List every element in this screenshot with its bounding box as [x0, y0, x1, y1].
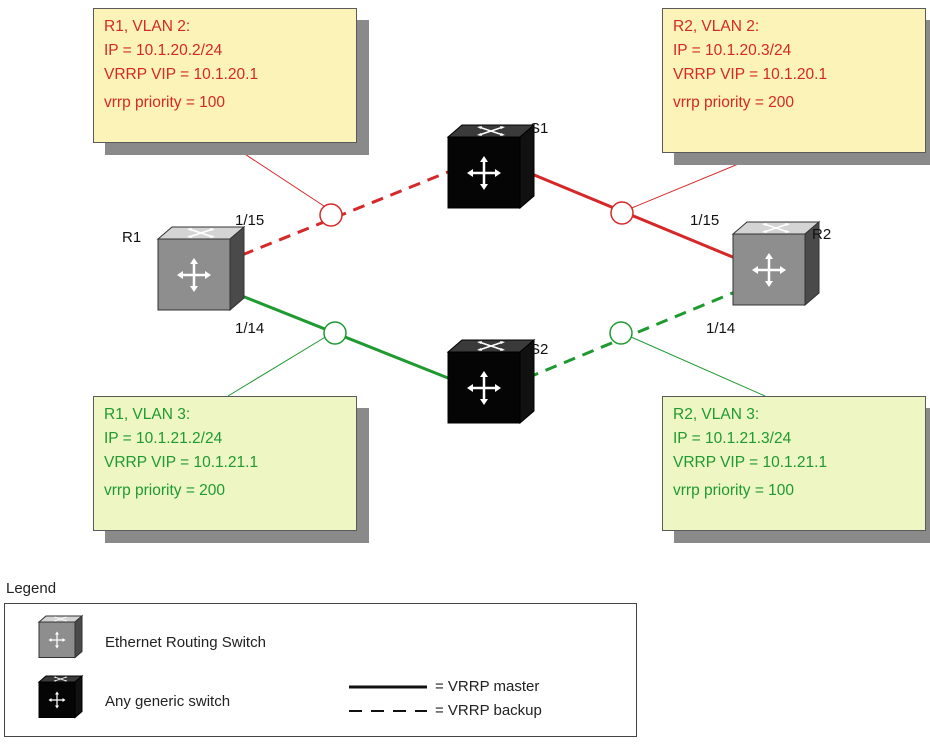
callout-line-r1-vlan3 — [227, 332, 333, 397]
interface-r1-vlan2 — [319, 203, 343, 227]
box-ip: IP = 10.1.20.3/24 — [673, 42, 792, 59]
box-title: R1, VLAN 2: — [104, 18, 191, 35]
box-title: R1, VLAN 3: — [104, 406, 191, 423]
ethernet-routing-switch-icon — [156, 225, 246, 312]
legend-box: Ethernet Routing Switch Any generic swit… — [4, 603, 637, 737]
port-label-r1-1-14: 1/14 — [235, 320, 265, 337]
link-s2-r2-backup — [526, 290, 736, 380]
info-box-r1-vlan3: R1, VLAN 3: IP = 10.1.21.2/24 VRRP VIP =… — [93, 396, 357, 531]
legend-routing-switch-label: Ethernet Routing Switch — [105, 634, 266, 651]
link-r1-s1-backup — [241, 170, 449, 257]
ethernet-routing-switch-icon — [731, 220, 821, 307]
ethernet-routing-switch-icon — [37, 614, 84, 659]
generic-switch-icon — [446, 123, 536, 210]
generic-switch-icon — [37, 674, 84, 719]
node-label-s1: S1 — [530, 120, 549, 137]
legend-graphics — [37, 614, 427, 719]
box-vip: VRRP VIP = 10.1.20.1 — [104, 66, 259, 83]
callout-line-r1-vlan2 — [227, 142, 331, 211]
interface-r2-vlan2 — [610, 201, 634, 225]
box-priority: vrrp priority = 100 — [104, 94, 226, 111]
box-ip: IP = 10.1.20.2/24 — [104, 42, 223, 59]
node-label-r2: R2 — [812, 226, 832, 243]
callout-line-r2-vlan3 — [621, 332, 766, 397]
box-priority: vrrp priority = 200 — [104, 482, 226, 499]
box-vip: VRRP VIP = 10.1.21.1 — [104, 454, 259, 471]
legend-master-label: = VRRP master — [435, 678, 540, 695]
info-box-r2-vlan3: R2, VLAN 3: IP = 10.1.21.3/24 VRRP VIP =… — [662, 396, 926, 531]
box-ip: IP = 10.1.21.2/24 — [104, 430, 223, 447]
legend-backup-label: = VRRP backup — [435, 702, 542, 719]
interface-r2-vlan3 — [609, 321, 633, 345]
node-label-r1: R1 — [122, 229, 142, 246]
legend-generic-switch-label: Any generic switch — [105, 693, 231, 710]
box-vip: VRRP VIP = 10.1.21.1 — [673, 454, 828, 471]
info-box-r1-vlan2: R1, VLAN 2: IP = 10.1.20.2/24 VRRP VIP =… — [93, 8, 357, 143]
port-label-r2-1-14: 1/14 — [706, 320, 736, 337]
box-vip: VRRP VIP = 10.1.20.1 — [673, 66, 828, 83]
generic-switch-icon — [446, 338, 536, 425]
box-title: R2, VLAN 3: — [673, 406, 760, 423]
box-title: R2, VLAN 2: — [673, 18, 760, 35]
port-label-r2-1-15: 1/15 — [690, 212, 720, 229]
box-priority: vrrp priority = 100 — [673, 482, 795, 499]
node-label-s2: S2 — [530, 341, 549, 358]
box-ip: IP = 10.1.21.3/24 — [673, 430, 792, 447]
callout-line-r2-vlan2 — [621, 152, 766, 213]
interface-r1-vlan3 — [323, 321, 347, 345]
legend-title: Legend — [6, 580, 57, 597]
info-box-r2-vlan2: R2, VLAN 2: IP = 10.1.20.3/24 VRRP VIP =… — [662, 8, 926, 153]
box-priority: vrrp priority = 200 — [673, 94, 795, 111]
port-label-r1-1-15: 1/15 — [235, 212, 265, 229]
